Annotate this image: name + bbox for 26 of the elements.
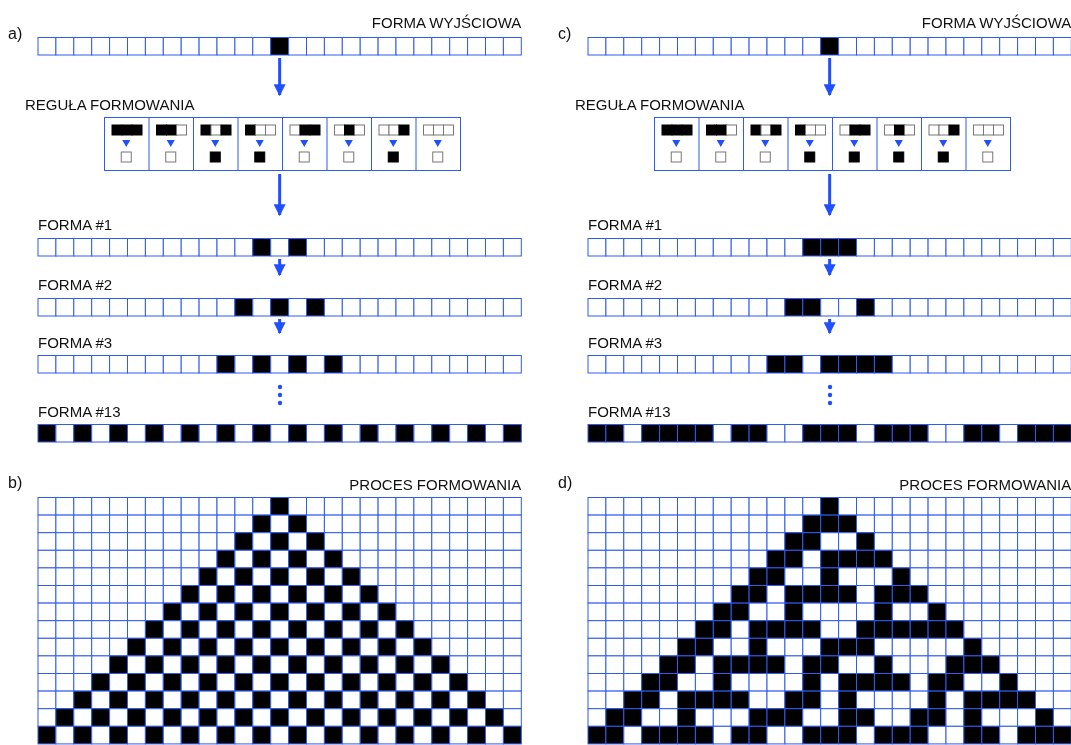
row-heading: PROCES FORMOWANIA xyxy=(899,476,1071,493)
row-heading: REGUŁA FORMOWANIA xyxy=(575,96,745,113)
arrow xyxy=(823,319,836,335)
row-heading: REGUŁA FORMOWANIA xyxy=(25,96,195,113)
row-heading: FORMA #1 xyxy=(588,216,663,233)
panel-label: b) xyxy=(8,474,23,492)
row-heading: FORMA #13 xyxy=(38,403,121,420)
row-heading: PROCES FORMOWANIA xyxy=(349,476,522,493)
row-heading: FORMA #3 xyxy=(38,334,113,351)
row-heading: FORMA #3 xyxy=(588,334,663,351)
arrow xyxy=(823,174,836,217)
row-heading: FORMA #2 xyxy=(588,276,663,293)
row-heading: FORMA #2 xyxy=(38,276,113,293)
row-heading: FORMA WYJŚCIOWA xyxy=(371,14,522,31)
arrow xyxy=(273,174,286,217)
row-heading: FORMA #13 xyxy=(588,403,671,420)
panel-label: d) xyxy=(558,474,573,492)
panel-label: a) xyxy=(8,25,23,43)
arrow xyxy=(823,58,836,97)
arrow xyxy=(273,58,286,97)
row-heading: FORMA #1 xyxy=(38,216,113,233)
arrow xyxy=(273,259,286,277)
panel-label: c) xyxy=(558,25,572,43)
arrow xyxy=(823,259,836,277)
row-heading: FORMA WYJŚCIOWA xyxy=(921,14,1071,31)
arrow xyxy=(273,319,286,335)
